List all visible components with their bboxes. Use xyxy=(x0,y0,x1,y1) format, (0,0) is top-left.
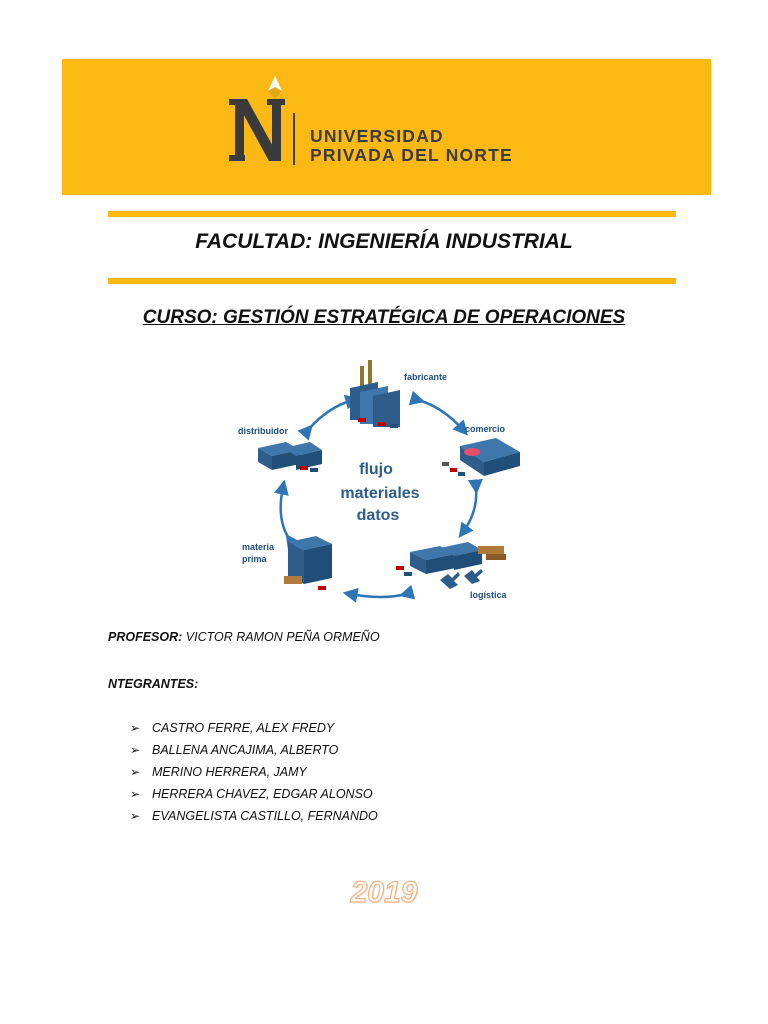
arrow-bullet-icon: ➢ xyxy=(130,809,141,823)
raw-material-icon xyxy=(284,536,332,590)
label-comercio: comercio xyxy=(465,424,506,434)
professor-label: PROFESOR: xyxy=(108,630,183,644)
bottom-rule xyxy=(108,278,676,284)
label-logistica: logística xyxy=(470,590,508,600)
upn-n-logo-icon xyxy=(229,76,295,165)
distributor-icon xyxy=(258,442,322,472)
header-banner: UNIVERSIDAD PRIVADA DEL NORTE xyxy=(62,59,711,195)
label-materia-line1: materia xyxy=(242,542,275,552)
faculty-title: FACULTAD: INGENIERÍA INDUSTRIAL xyxy=(195,230,573,253)
list-item: ➢ BALLENA ANCAJIMA, ALBERTO xyxy=(130,743,378,765)
label-fabricante: fabricante xyxy=(404,372,447,382)
arrow-bullet-icon: ➢ xyxy=(130,787,141,801)
factory-icon xyxy=(350,360,400,428)
list-item: ➢ CASTRO FERRE, ALEX FREDY xyxy=(130,721,378,743)
member-name: EVANGELISTA CASTILLO, FERNANDO xyxy=(152,809,378,823)
member-name: BALLENA ANCAJIMA, ALBERTO xyxy=(152,743,339,757)
arrow-bullet-icon: ➢ xyxy=(130,721,141,735)
arrow-bullet-icon: ➢ xyxy=(130,765,141,779)
center-text-line3: datos xyxy=(357,507,400,524)
label-materia-line2: prima xyxy=(242,554,268,564)
center-text-line2: materiales xyxy=(340,485,419,502)
logistics-icon xyxy=(396,542,506,589)
center-text-line1: flujo xyxy=(359,461,393,478)
professor-line: PROFESOR: VICTOR RAMON PEÑA ORMEÑO xyxy=(108,630,380,644)
list-item: ➢ EVANGELISTA CASTILLO, FERNANDO xyxy=(130,809,378,831)
label-distribuidor: distribuidor xyxy=(238,426,288,436)
year: 2019 xyxy=(350,875,418,909)
flow-arrows xyxy=(274,390,483,603)
university-name-line2: PRIVADA DEL NORTE xyxy=(310,145,513,165)
member-name: MERINO HERRERA, JAMY xyxy=(152,765,307,779)
arrow-bullet-icon: ➢ xyxy=(130,743,141,757)
top-rule xyxy=(108,211,676,217)
course-title: CURSO: GESTIÓN ESTRATÉGICA DE OPERACIONE… xyxy=(142,307,626,328)
member-name: HERRERA CHAVEZ, EDGAR ALONSO xyxy=(152,787,373,801)
supply-chain-diagram: fabricante comercio logística materia pr… xyxy=(238,360,520,603)
university-name: UNIVERSIDAD PRIVADA DEL NORTE xyxy=(310,127,513,165)
university-name-line1: UNIVERSIDAD xyxy=(310,126,444,146)
team-title: NTEGRANTES: xyxy=(108,677,199,691)
professor-name: VICTOR RAMON PEÑA ORMEÑO xyxy=(182,630,380,644)
member-name: CASTRO FERRE, ALEX FREDY xyxy=(152,721,335,735)
list-item: ➢ HERRERA CHAVEZ, EDGAR ALONSO xyxy=(130,787,378,809)
member-list: ➢ CASTRO FERRE, ALEX FREDY ➢ BALLENA ANCAJ… xyxy=(130,721,378,831)
list-item: ➢ MERINO HERRERA, JAMY xyxy=(130,765,378,787)
store-icon xyxy=(442,438,520,476)
